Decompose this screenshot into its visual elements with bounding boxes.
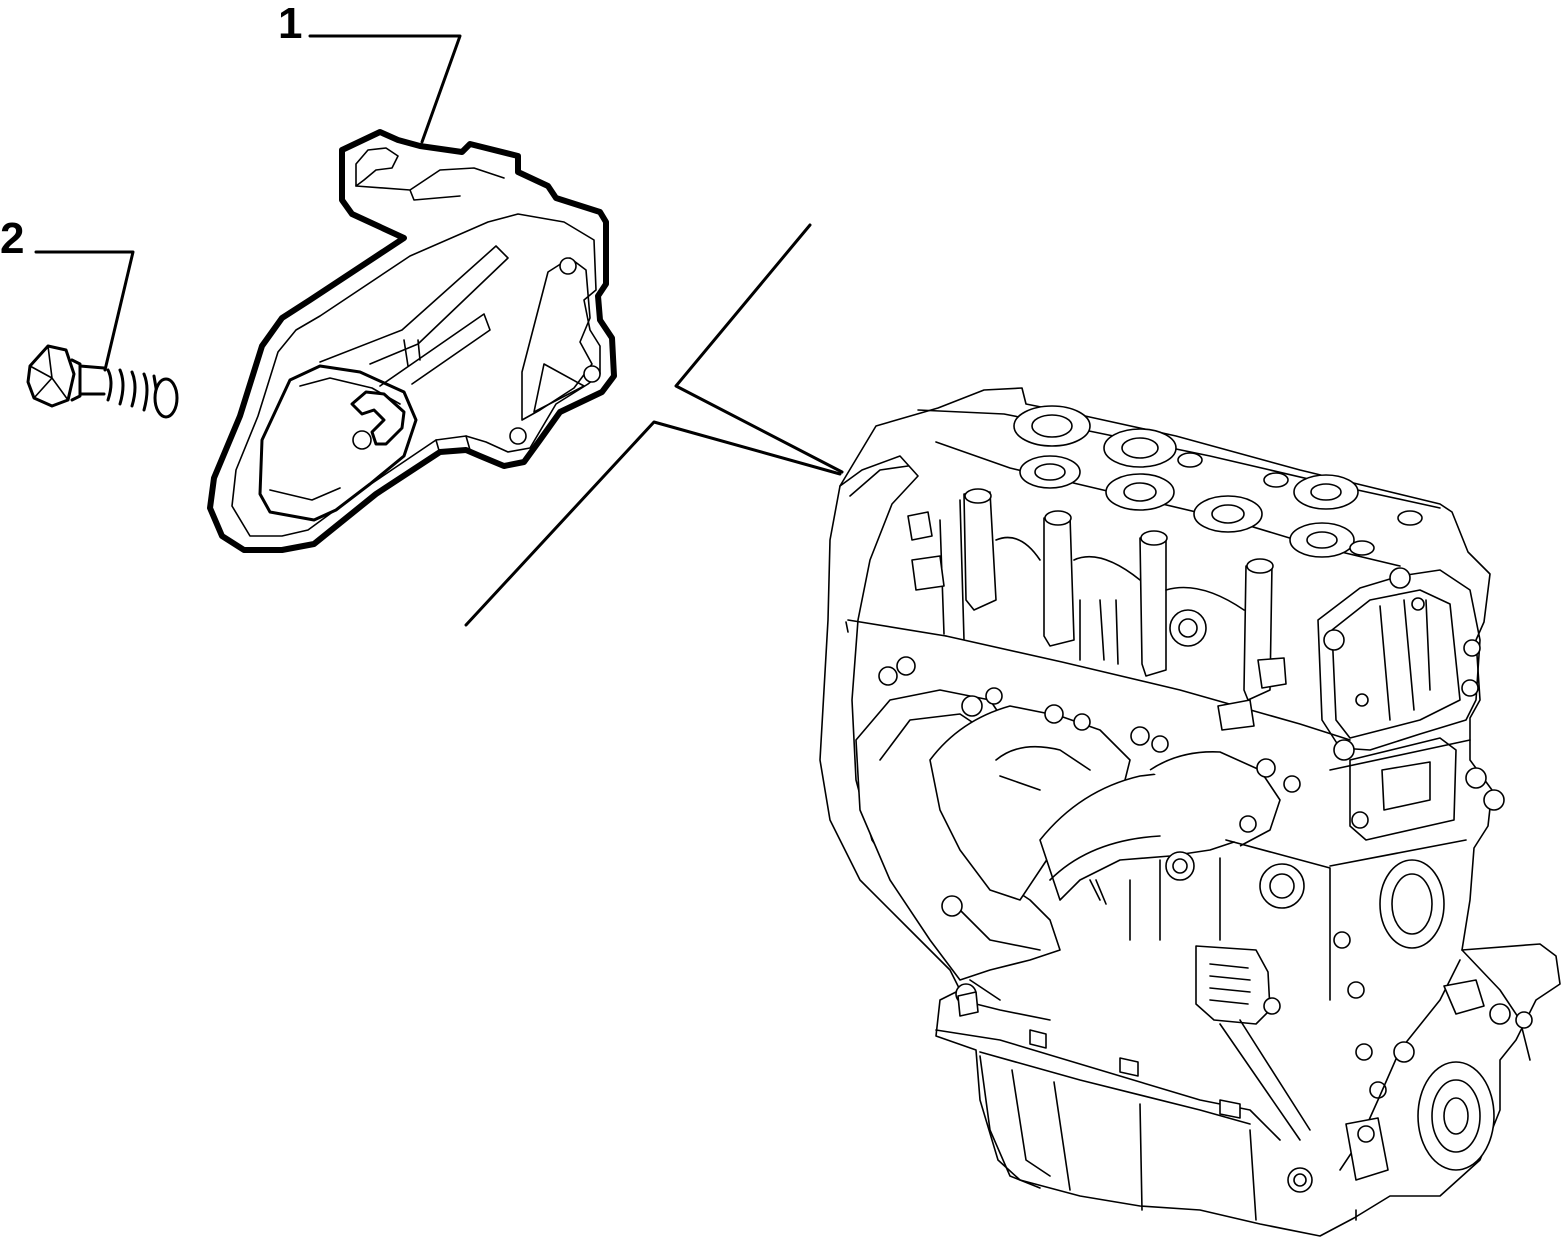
- engine-spark-plug-wells: [1013, 405, 1423, 558]
- callout-1: 1: [278, 0, 462, 144]
- engine-block: [819, 387, 1561, 1237]
- engine-head-plug: [1169, 609, 1207, 647]
- engine-mount-bracket: [207, 129, 617, 553]
- engine-oil-boss: [1259, 863, 1305, 909]
- bracket-bolt-hole-center: [352, 430, 372, 450]
- bracket-hook: [355, 147, 399, 187]
- bracket-hole-top: [559, 257, 577, 275]
- callout-2: 2: [0, 214, 135, 372]
- engine-manifold-studs: [878, 656, 1301, 1005]
- bolt-tip: [153, 377, 179, 419]
- callout-leader-2: [34, 250, 135, 372]
- assembly-line-upper: [674, 223, 844, 474]
- bracket-rib-upper: [319, 245, 509, 365]
- bracket-triangle-cutout: [533, 363, 585, 413]
- bolt-flange: [70, 358, 82, 402]
- callout-label-2: 2: [0, 214, 24, 263]
- callout-label-1: 1: [278, 0, 302, 48]
- engine-block-body: [1089, 739, 1471, 1001]
- assembly-leader-lines: [464, 223, 844, 627]
- flange-bolt: [26, 344, 179, 419]
- bracket-slot: [350, 390, 406, 446]
- assembly-line-lower: [464, 420, 842, 627]
- bolt-shank: [78, 364, 106, 396]
- bracket-inner-border: [231, 213, 601, 537]
- bracket-hole-right: [583, 365, 601, 383]
- engine-water-pump: [1379, 859, 1445, 949]
- callout-leader-1: [308, 34, 462, 144]
- bracket-rib-lower: [379, 313, 491, 387]
- engine-crank-seal: [1417, 1061, 1495, 1171]
- bracket-hole-bottom: [509, 427, 527, 445]
- bolt-thread: [106, 368, 162, 414]
- engine-sensor-bracket: [1195, 945, 1271, 1025]
- engine-oil-pan: [979, 1055, 1257, 1221]
